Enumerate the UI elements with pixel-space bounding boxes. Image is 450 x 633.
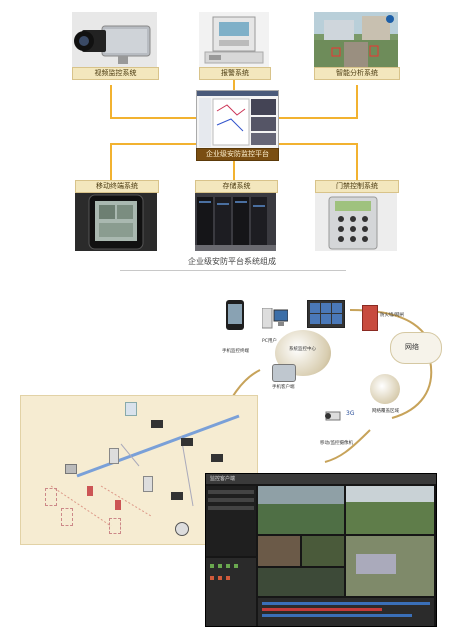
connector-line [233,78,235,90]
node-video-server [171,492,183,500]
storage-system-label: 存储系统 [195,180,278,193]
analysis-image [314,12,398,68]
platform-screen-image [196,90,279,150]
node-detector [109,518,121,534]
monitoring-center-label: 系统监控中心 [289,347,316,352]
top-diagram-caption: 企业级安防平台系统组成 [188,257,276,266]
node-alarm-host [115,500,121,510]
mobile-terminal-label: 移动终端系统 [75,180,159,193]
node-management-pc [125,402,137,416]
node-lock [61,508,73,526]
topology-lines [50,414,240,527]
video-surveillance-label: 视频监控系统 [72,67,159,80]
analysis-system-label: 智能分析系统 [314,67,400,80]
node-storage [211,454,223,462]
firewall-device [362,305,378,331]
connector-line [110,117,198,119]
monitoring-software-window: 监控客户端 [205,473,437,627]
node-network-camera [175,522,189,536]
software-window-title: 监控客户端 [210,476,236,482]
caption-divider [120,270,346,271]
mobile-camera-device [324,408,344,426]
connector-line [276,117,358,119]
firewall-label: 防火墙/网闸 [380,313,405,318]
node-door-controller [143,476,153,492]
camera-image [72,12,157,68]
connector-line [356,85,358,118]
storage-image [195,193,276,251]
node-control-host [109,448,119,464]
connector-line [110,143,198,145]
video-wall [307,300,345,328]
access-point-globe [370,374,400,404]
phone-terminal-label: 手机监控终端 [222,349,249,354]
software-title-bar: 监控客户端 [206,474,436,484]
access-control-label: 门禁控制系统 [315,180,399,193]
connector-line [276,143,358,145]
3g-tag: 3G [346,410,355,417]
phone-device [226,300,244,330]
network-cloud [390,332,442,364]
node-expansion-module [65,464,77,474]
mobile-terminal-image [75,193,157,251]
connector-line [110,143,112,180]
pc-user-label: PC用户 [262,339,277,344]
alarm-system-label: 报警系统 [199,67,271,80]
connector-line [356,143,358,180]
pda-device [272,364,296,382]
node-card-reader [87,486,93,496]
node-monitor-pc [151,420,163,428]
platform-label: 企业级安防监控平台 [196,148,279,161]
alarm-panel-image [199,12,269,68]
connector-line [233,160,235,180]
pc-user-device [261,307,289,330]
access-control-image [315,193,397,251]
coverage-label: 网络覆盖区域 [372,409,399,414]
video-grid [206,486,434,626]
mobile-camera-label: 移动/监控摄像机 [320,441,354,446]
connector-line [110,85,112,118]
network-cloud-label: 网络 [405,343,419,351]
node-alarm-server [181,438,193,446]
pda-label: 手机客户端 [272,385,295,390]
node-exit-button [45,488,57,506]
